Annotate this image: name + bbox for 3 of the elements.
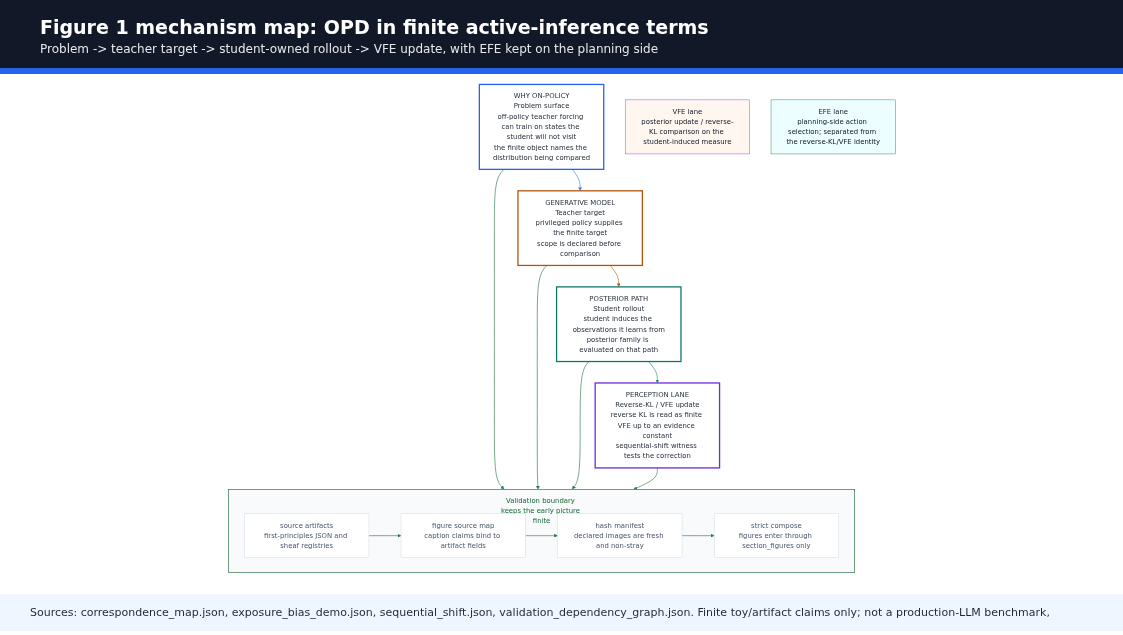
diagram-title: Figure 1 mechanism map: OPD in finite active-inference terms bbox=[40, 16, 709, 38]
subtitle: Problem -> teacher target -> student-owned rollout -> VFE update, with EFE kept on the planning side bbox=[40, 42, 659, 56]
source-note: Sources: correspondence_map.json, exposure_bias_demo.json, sequential_shift.json, validation_dependency_graph.json. Finite toy/artifact claims only; not a production-LLM benchmark, bbox=[30, 606, 1050, 619]
